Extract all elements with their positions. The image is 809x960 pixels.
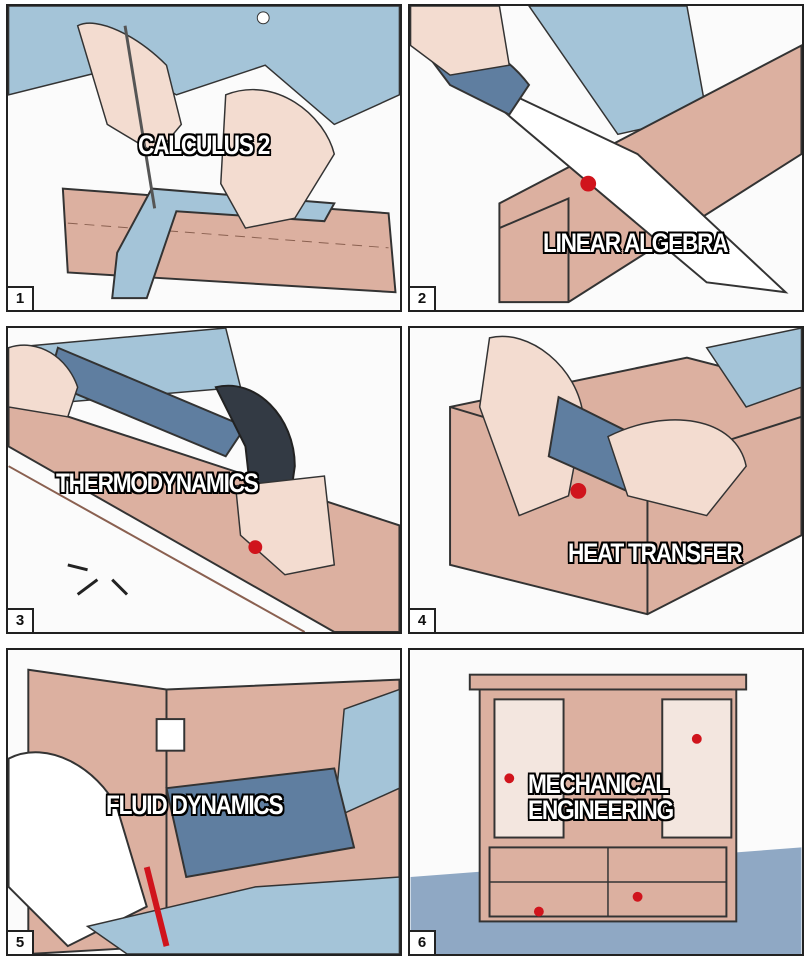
hand [8, 344, 79, 418]
blood-spot [248, 540, 263, 555]
nail [76, 578, 99, 596]
right-hand [220, 88, 336, 229]
glass-door [493, 698, 565, 839]
panel-caption: MECHANICAL ENGINEERING [528, 769, 674, 825]
panel-number: 3 [8, 608, 34, 632]
panel-1-illustration [8, 6, 400, 310]
panel-3: THERMODYNAMICS 3 [6, 326, 402, 634]
left-hand [76, 22, 183, 156]
pencil [123, 25, 157, 209]
blood-spot [632, 891, 643, 902]
panel-5-illustration [8, 650, 400, 954]
panel-4-illustration [410, 328, 802, 632]
panel-number: 1 [8, 286, 34, 310]
shirt-button [256, 11, 270, 25]
bandaged-arm [8, 751, 148, 948]
glass-door [661, 698, 733, 839]
panel-caption: FLUID DYNAMICS [106, 790, 284, 820]
panel-2-illustration [410, 6, 802, 310]
hand [410, 6, 511, 76]
panel-caption: LINEAR ALGEBRA [543, 228, 729, 258]
cabinet-top [468, 673, 748, 691]
caption-line: ENGINEERING [528, 794, 674, 825]
panel-number: 6 [410, 930, 436, 954]
panel-number: 5 [8, 930, 34, 954]
panel-2: LINEAR ALGEBRA 2 [408, 4, 804, 312]
panel-1: CALCULUS 2 1 [6, 4, 402, 312]
panel-caption: CALCULUS 2 [138, 130, 270, 160]
blood-spot [580, 175, 597, 192]
hinge [155, 718, 186, 752]
panel-6: MECHANICAL ENGINEERING 6 [408, 648, 804, 956]
shirt-sleeve [705, 328, 802, 408]
bandaged-hand [607, 419, 747, 517]
panel-caption: HEAT TRANSFER [568, 538, 743, 568]
blood-drip [143, 866, 170, 947]
caption-line: MECHANICAL [528, 769, 669, 799]
hand [478, 335, 585, 517]
panel-6-illustration [410, 650, 802, 954]
blood-spot [570, 482, 587, 499]
blood-spot [691, 733, 702, 744]
blood-spot [504, 773, 515, 784]
power-drill [165, 767, 356, 879]
blood-spot [533, 906, 544, 917]
panel-caption: THERMODYNAMICS [56, 468, 259, 498]
nail [111, 578, 129, 596]
panel-3-illustration [8, 328, 400, 632]
nail [67, 563, 88, 572]
panel-5: FLUID DYNAMICS 5 [6, 648, 402, 956]
wood-board [8, 395, 400, 632]
panel-4: HEAT TRANSFER 4 [408, 326, 804, 634]
panel-number: 4 [410, 608, 436, 632]
panel-number: 2 [410, 286, 436, 310]
